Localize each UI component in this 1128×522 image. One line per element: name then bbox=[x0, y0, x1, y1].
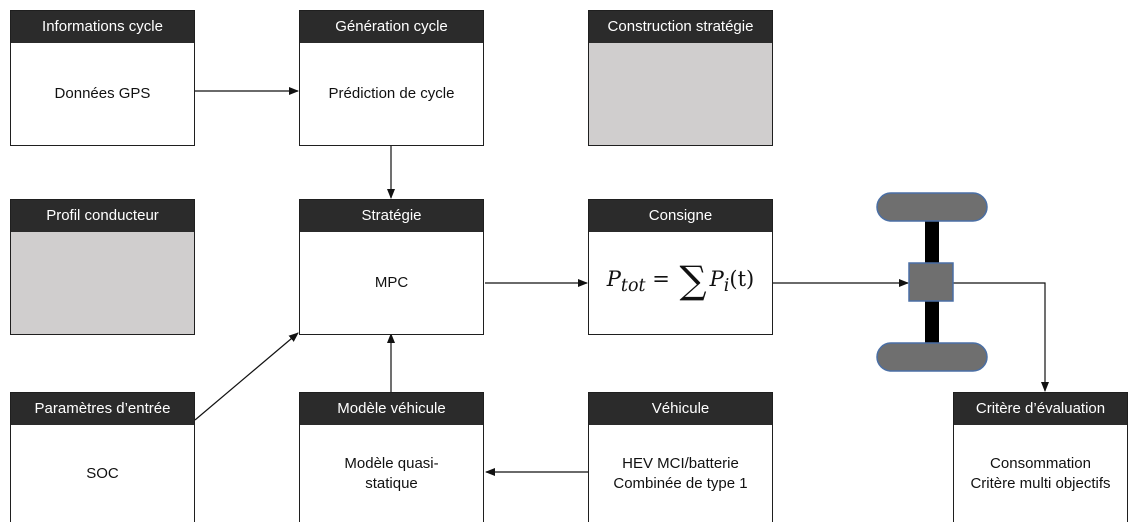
driver-profile-title: Profil conducteur bbox=[11, 200, 194, 232]
arrow-parameters-to-strategy bbox=[194, 332, 299, 421]
formula-rhs: P bbox=[709, 267, 724, 292]
generation-cycle-title: Génération cycle bbox=[300, 11, 483, 43]
formula-sum-sign: ∑ bbox=[679, 258, 707, 303]
setpoint-box: Consigne Ptot = ∑Pi(t) bbox=[588, 199, 773, 335]
front-wheel bbox=[876, 192, 988, 222]
input-parameters-title: Paramètres d’entrée bbox=[11, 393, 194, 425]
info-cycle-body: Données GPS bbox=[54, 85, 151, 102]
axle-with-wheels-icon bbox=[876, 192, 988, 372]
vehicle-box: Véhicule HEV MCI/batterie Combinée de ty… bbox=[588, 392, 773, 522]
vehicle-model-line-1: Modèle quasi- bbox=[344, 454, 439, 472]
evaluation-criterion-line-1: Consommation bbox=[990, 454, 1091, 472]
construction-strategy-placeholder bbox=[589, 43, 772, 145]
construction-strategy-title: Construction stratégie bbox=[589, 11, 772, 43]
vehicle-model-title: Modèle véhicule bbox=[300, 393, 483, 425]
strategy-box: Stratégie MPC bbox=[299, 199, 484, 335]
formula-lhs: P bbox=[606, 267, 621, 292]
vehicle-model-line-2: statique bbox=[365, 474, 418, 492]
construction-strategy-box: Construction stratégie bbox=[588, 10, 773, 146]
axle-hub bbox=[908, 262, 954, 302]
power-sum-formula: Ptot = ∑Pi(t) bbox=[606, 261, 755, 299]
strategy-title: Stratégie bbox=[300, 200, 483, 232]
vehicle-model-body: Modèle quasi- statique bbox=[300, 425, 483, 522]
evaluation-criterion-title: Critère d’évaluation bbox=[954, 393, 1127, 425]
formula-equals: = bbox=[652, 267, 670, 292]
setpoint-title: Consigne bbox=[589, 200, 772, 232]
evaluation-criterion-line-2: Critère multi objectifs bbox=[970, 474, 1111, 492]
formula-rhs-subscript: i bbox=[723, 276, 730, 297]
evaluation-criterion-box: Critère d’évaluation Consommation Critèr… bbox=[953, 392, 1128, 522]
formula-rhs-argument: (t) bbox=[729, 267, 755, 292]
vehicle-line-1: HEV MCI/batterie bbox=[622, 454, 739, 472]
rear-wheel bbox=[876, 342, 988, 372]
strategy-body: MPC bbox=[374, 274, 409, 291]
vehicle-line-2: Combinée de type 1 bbox=[613, 474, 748, 492]
info-cycle-title: Informations cycle bbox=[11, 11, 194, 43]
input-parameters-body: SOC bbox=[86, 464, 119, 482]
generation-cycle-body: Prédiction de cycle bbox=[328, 85, 455, 102]
info-cycle-box: Informations cycle Données GPS bbox=[10, 10, 195, 146]
evaluation-criterion-body: Consommation Critère multi objectifs bbox=[954, 425, 1127, 522]
vehicle-body: HEV MCI/batterie Combinée de type 1 bbox=[589, 425, 772, 522]
driver-profile-placeholder bbox=[11, 232, 194, 334]
vehicle-model-box: Modèle véhicule Modèle quasi- statique bbox=[299, 392, 484, 522]
formula-lhs-subscript: tot bbox=[620, 276, 646, 297]
generation-cycle-box: Génération cycle Prédiction de cycle bbox=[299, 10, 484, 146]
vehicle-title: Véhicule bbox=[589, 393, 772, 425]
driver-profile-box: Profil conducteur bbox=[10, 199, 195, 335]
arrow-drivetrain-to-criterion bbox=[953, 282, 1049, 392]
input-parameters-box: Paramètres d’entrée SOC bbox=[10, 392, 195, 522]
setpoint-body: Ptot = ∑Pi(t) bbox=[589, 232, 772, 334]
